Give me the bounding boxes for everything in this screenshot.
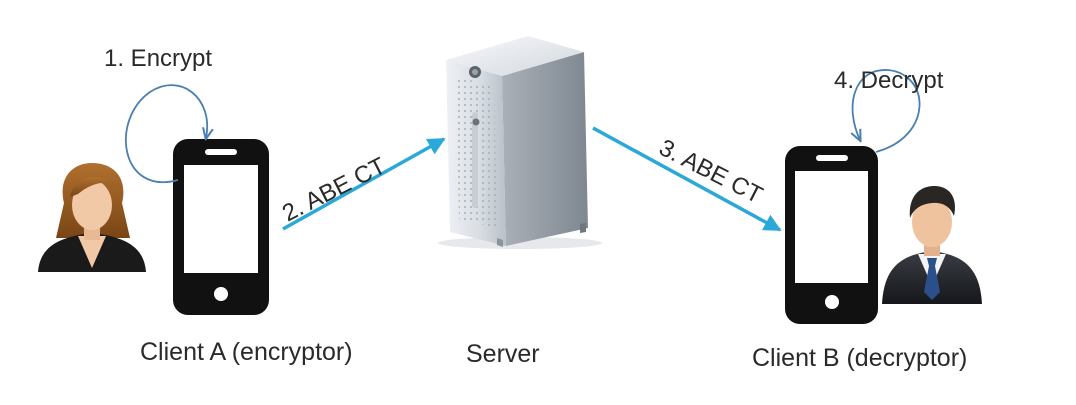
woman-avatar-icon	[38, 163, 146, 272]
step-encrypt-label: 1. Encrypt	[104, 45, 213, 72]
smartphone-icon	[173, 139, 269, 315]
step-decrypt-label: 4. Decrypt	[834, 67, 944, 94]
encrypt-loop-arrow	[125, 84, 207, 183]
send-arrow	[282, 137, 446, 231]
deliver-arrow	[592, 126, 782, 232]
server-label: Server	[466, 340, 540, 368]
server-tower-icon	[438, 36, 602, 249]
decrypt-loop-arrow	[853, 69, 921, 153]
client-a-label: Client A (encryptor)	[140, 338, 353, 366]
client-b-label: Client B (decryptor)	[752, 344, 968, 372]
smartphone-icon	[785, 146, 878, 324]
man-avatar-icon	[882, 186, 982, 304]
